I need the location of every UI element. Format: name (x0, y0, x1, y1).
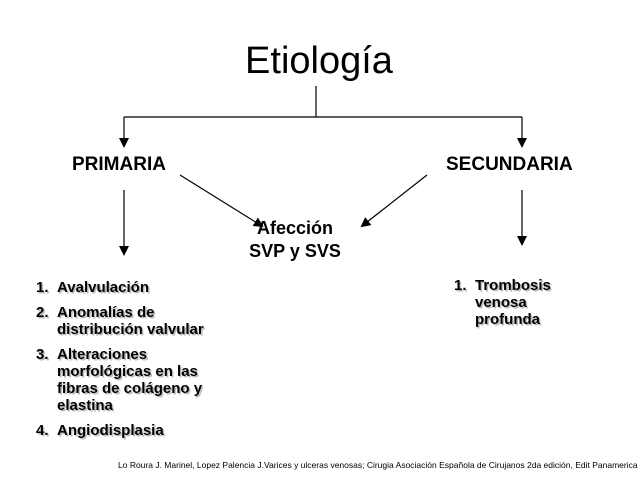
arrow-primaria-to-afeccion (179, 174, 264, 228)
list-item: 2. Anomalías de distribución valvular (36, 304, 226, 338)
afeccion-line2: SVP y SVS (249, 241, 341, 261)
primaria-list: 1. Avalvulación 2. Anomalías de distribuci… (36, 279, 226, 447)
list-item-text: Alteraciones morfológicas en las fibras … (57, 346, 203, 414)
arrow-secundaria-to-afeccion (360, 174, 428, 228)
afeccion-line1: Afección (256, 218, 334, 238)
list-item-text: Avalvulación (57, 279, 149, 296)
primaria-label: PRIMARIA (72, 154, 166, 175)
list-item: 1. Avalvulación (36, 279, 226, 296)
list-item-number: 2. (36, 304, 49, 321)
list-item-number: 1. (36, 279, 49, 296)
afeccion-box: Afección SVP y SVS (230, 217, 360, 263)
list-item: 3. Alteraciones morfológicas en las fibra… (36, 346, 226, 414)
list-item-text: Anomalías de distribución valvular (57, 304, 204, 338)
diagram-title: Etiología (245, 40, 393, 82)
secundaria-list: 1. Trombosis venosa profunda (454, 277, 574, 336)
secundaria-label: SECUNDARIA (446, 154, 573, 175)
list-item-number: 1. (454, 277, 467, 294)
list-item: 1. Trombosis venosa profunda (454, 277, 574, 328)
list-item-number: 3. (36, 346, 49, 363)
list-item: 4. Angiodisplasia (36, 422, 226, 439)
reference-citation: Lo Roura J. Marinel, Lopez Palencia J.Va… (118, 460, 638, 470)
list-item-number: 4. (36, 422, 49, 439)
list-item-text: Trombosis venosa profunda (475, 277, 551, 328)
list-item-text: Angiodisplasia (57, 422, 164, 439)
